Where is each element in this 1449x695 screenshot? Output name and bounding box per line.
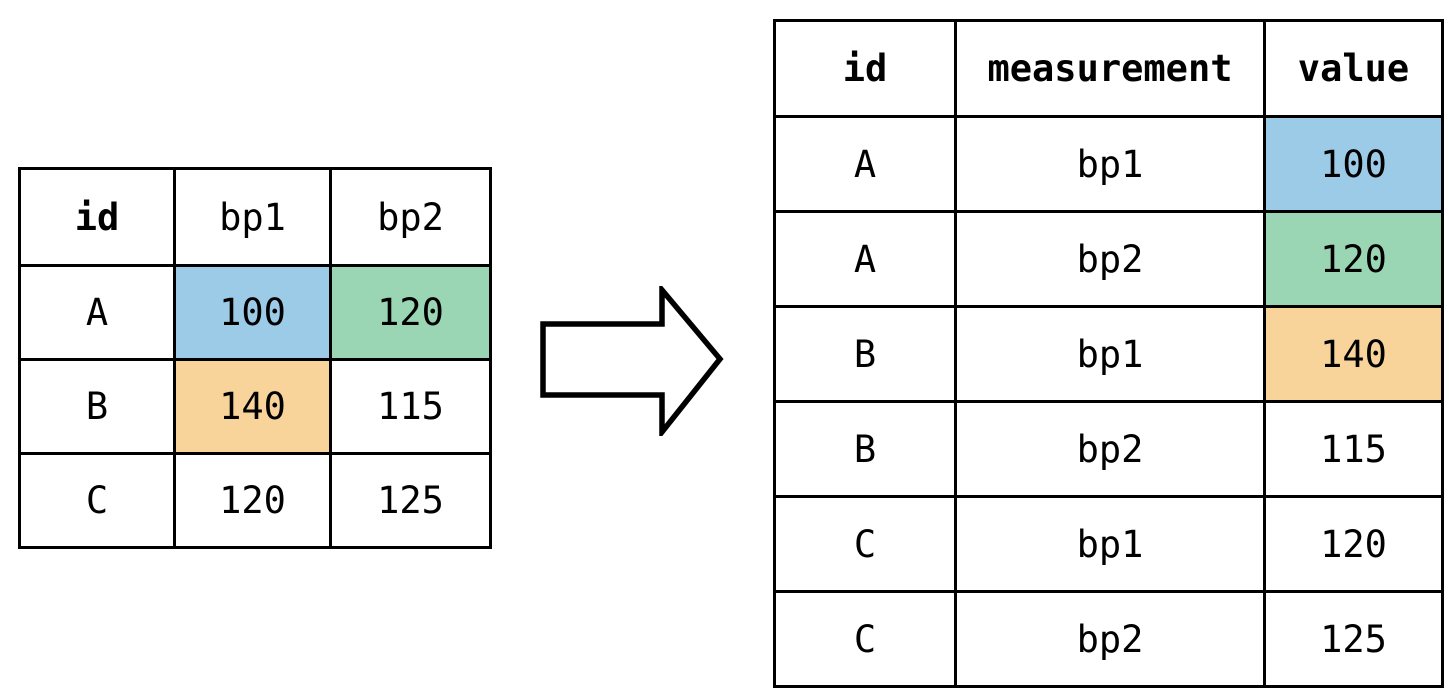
wide-header-id: id (18, 167, 176, 267)
long-cell-id: B (773, 400, 957, 498)
long-cell-measurement: bp1 (954, 305, 1266, 403)
long-cell-value: 125 (1263, 590, 1444, 688)
long-cell-measurement: bp2 (954, 400, 1266, 498)
table-row: A bp1 100 (773, 115, 1444, 213)
wide-table-header-row: id bp1 bp2 (18, 167, 492, 267)
long-header-value: value (1263, 19, 1444, 118)
wide-header-bp2: bp2 (329, 167, 492, 267)
wide-cell-a-bp1-highlighted: 100 (173, 264, 332, 361)
table-row: A bp2 120 (773, 210, 1444, 308)
wide-header-bp1: bp1 (173, 167, 332, 267)
long-cell-id: A (773, 210, 957, 308)
long-cell-id: A (773, 115, 957, 213)
long-cell-measurement: bp1 (954, 115, 1266, 213)
wide-cell-id-c: C (18, 452, 176, 549)
table-row: B 140 115 (18, 358, 492, 455)
table-row: C bp2 125 (773, 590, 1444, 688)
table-row: A 100 120 (18, 264, 492, 361)
transform-arrow-icon (540, 286, 725, 436)
long-table: id measurement value A bp1 100 A bp2 120… (773, 19, 1444, 688)
wide-cell-a-bp2-highlighted: 120 (329, 264, 492, 361)
long-cell-value-highlighted: 120 (1263, 210, 1444, 308)
table-row: C bp1 120 (773, 495, 1444, 593)
wide-cell-id-a: A (18, 264, 176, 361)
long-cell-value: 120 (1263, 495, 1444, 593)
table-row: B bp1 140 (773, 305, 1444, 403)
table-row: C 120 125 (18, 452, 492, 549)
long-cell-id: C (773, 590, 957, 688)
long-cell-value-highlighted: 100 (1263, 115, 1444, 213)
long-header-id: id (773, 19, 957, 118)
wide-cell-b-bp2: 115 (329, 358, 492, 455)
wide-cell-c-bp2: 125 (329, 452, 492, 549)
long-header-measurement: measurement (954, 19, 1266, 118)
long-cell-measurement: bp1 (954, 495, 1266, 593)
wide-cell-id-b: B (18, 358, 176, 455)
long-cell-id: C (773, 495, 957, 593)
wide-cell-b-bp1-highlighted: 140 (173, 358, 332, 455)
long-cell-measurement: bp2 (954, 590, 1266, 688)
long-cell-value: 115 (1263, 400, 1444, 498)
long-table-header-row: id measurement value (773, 19, 1444, 118)
long-cell-measurement: bp2 (954, 210, 1266, 308)
table-row: B bp2 115 (773, 400, 1444, 498)
wide-table: id bp1 bp2 A 100 120 B 140 115 C 120 125 (18, 167, 492, 549)
long-cell-value-highlighted: 140 (1263, 305, 1444, 403)
wide-cell-c-bp1: 120 (173, 452, 332, 549)
long-cell-id: B (773, 305, 957, 403)
